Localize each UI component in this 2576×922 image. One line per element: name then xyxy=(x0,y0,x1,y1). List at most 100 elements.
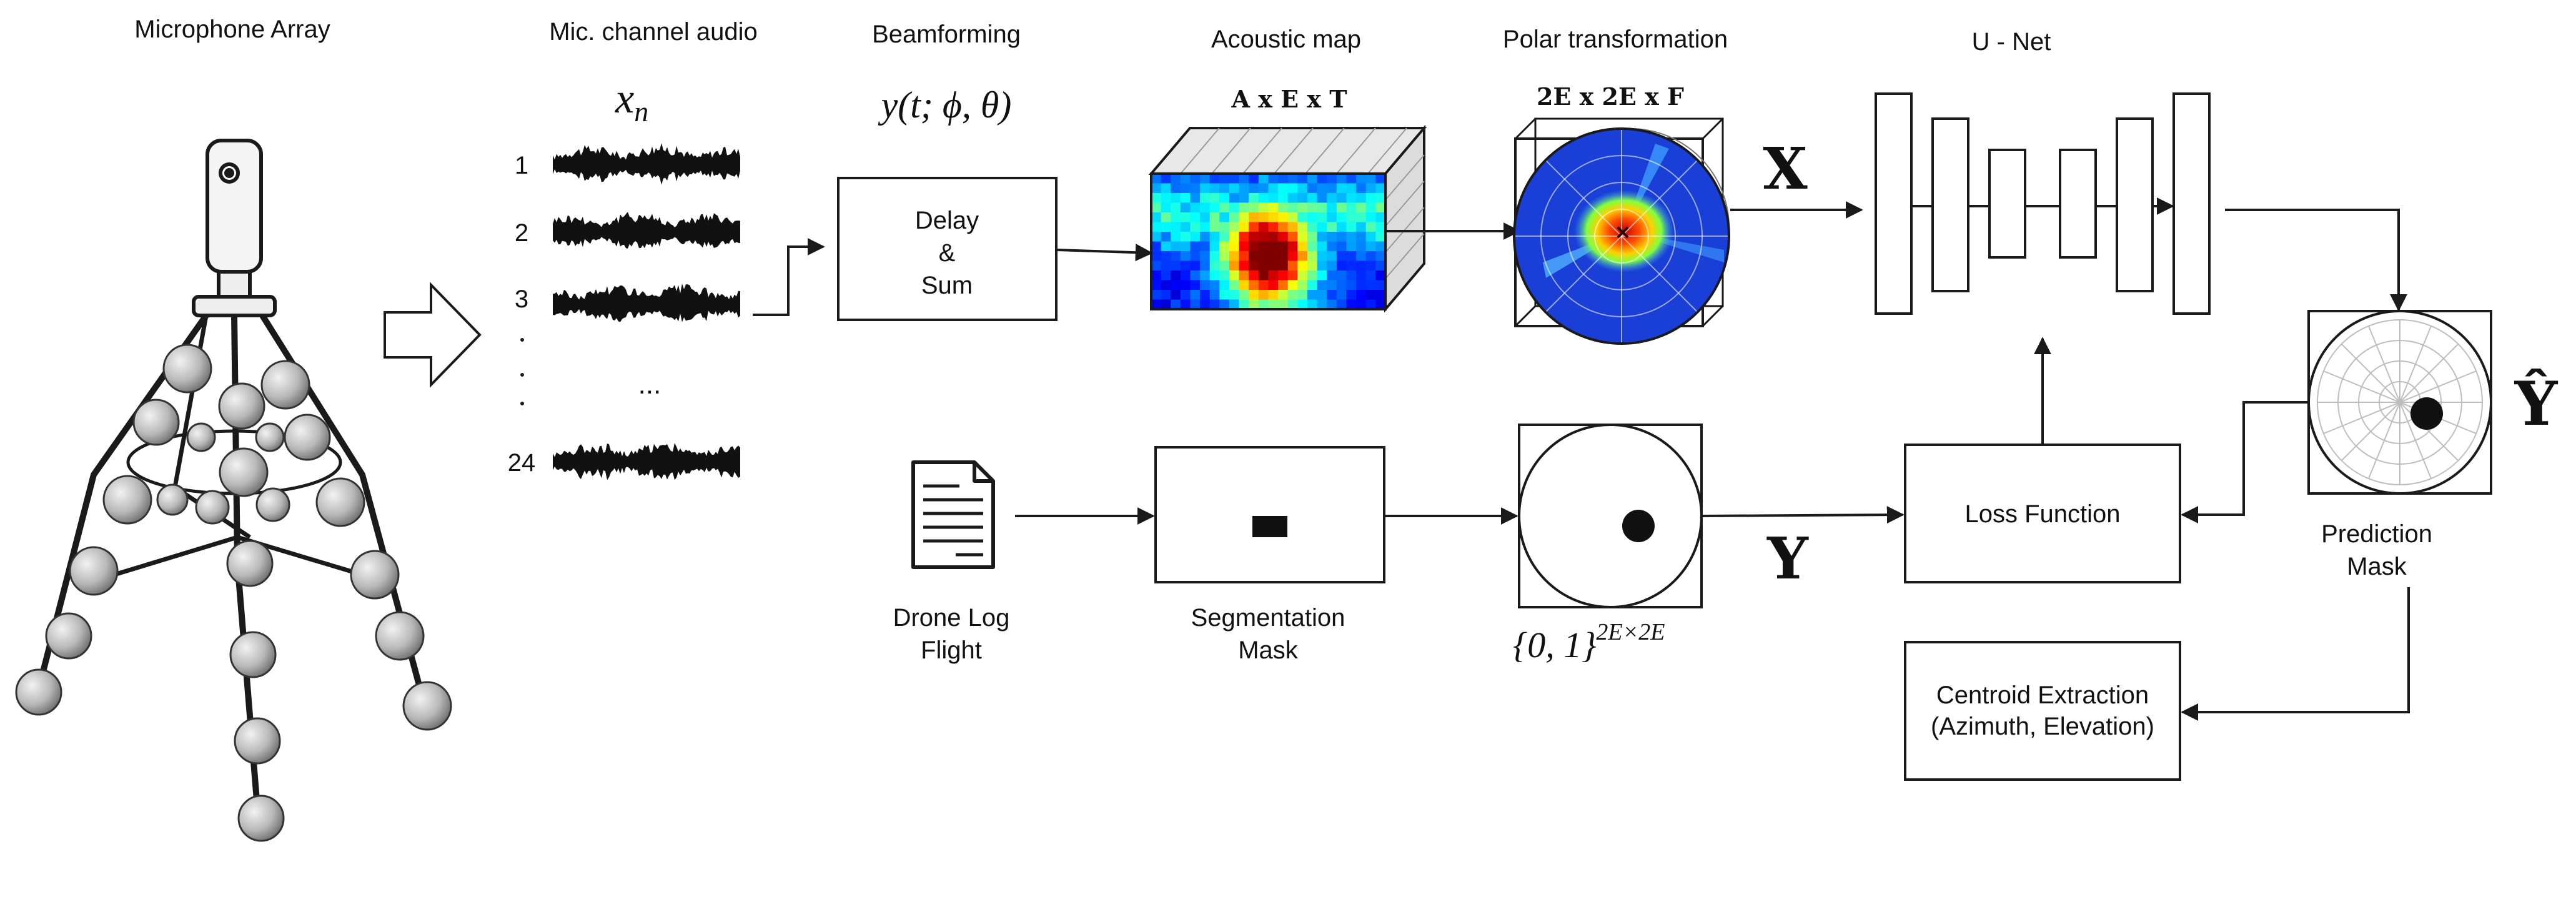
prediction-label-line2: Mask xyxy=(2347,553,2407,580)
heatmap-cell xyxy=(1375,193,1386,204)
heatmap-cell xyxy=(1161,299,1171,310)
heatmap-cell xyxy=(1278,260,1289,271)
heatmap-cell xyxy=(1200,299,1211,310)
heatmap-cell xyxy=(1209,232,1220,242)
heatmap-cell xyxy=(1219,183,1230,194)
heatmap-cell xyxy=(1268,299,1279,310)
heatmap-cell xyxy=(1249,183,1259,194)
arrow-prediction-to-centroid xyxy=(2181,587,2410,721)
heatmap-cell xyxy=(1297,202,1308,213)
arrow-delay-to-map xyxy=(1056,244,1153,262)
heatmap-cell xyxy=(1307,280,1318,290)
heatmap-cell xyxy=(1307,193,1318,204)
heatmap-cell xyxy=(1161,212,1171,223)
heatmap-cell xyxy=(1200,183,1211,194)
heatmap-cell xyxy=(1200,280,1211,290)
heatmap-cell xyxy=(1219,270,1230,281)
heatmap-cell xyxy=(1297,260,1308,271)
polar-dims: 2E x 2E x F xyxy=(1537,82,1684,111)
heatmap-cell xyxy=(1278,174,1289,184)
heatmap-cell xyxy=(1180,202,1191,213)
heatmap-cell xyxy=(1278,212,1289,223)
loss-function-box xyxy=(1904,444,2181,583)
arrow-target-to-loss xyxy=(1701,506,1905,524)
delay-label: Delay xyxy=(915,207,979,234)
heatmap-cell xyxy=(1297,251,1308,262)
heatmap-cell xyxy=(1287,290,1298,300)
heatmap-cell xyxy=(1268,251,1279,262)
heatmap-cell xyxy=(1346,174,1357,184)
heatmap-cell xyxy=(1278,270,1289,281)
heatmap-cell xyxy=(1239,280,1249,290)
heatmap-cell xyxy=(1239,241,1249,252)
heatmap-cell xyxy=(1171,299,1181,310)
heatmap-cell xyxy=(1229,202,1240,213)
heatmap-cell xyxy=(1258,222,1269,232)
heatmap-cell xyxy=(1229,241,1240,252)
heatmap-cell xyxy=(1229,251,1240,262)
heatmap-cell xyxy=(1209,299,1220,310)
heatmap-cell xyxy=(1336,202,1347,213)
heatmap-cell xyxy=(1171,193,1181,204)
heatmap-cell xyxy=(1307,174,1318,184)
heatmap-cell xyxy=(1336,260,1347,271)
heatmap-cell xyxy=(1297,212,1308,223)
heatmap-cell xyxy=(1268,174,1279,184)
x-symbol: X xyxy=(1763,135,1808,202)
heatmap-cell xyxy=(1161,260,1171,271)
heatmap-cell xyxy=(1346,202,1357,213)
heatmap-cell xyxy=(1365,280,1376,290)
heatmap-cell xyxy=(1356,222,1367,232)
heatmap-cell xyxy=(1365,251,1376,262)
heatmap-cell xyxy=(1327,280,1337,290)
heatmap-cell xyxy=(1229,290,1240,300)
heatmap-cell xyxy=(1239,212,1249,223)
heatmap-cell xyxy=(1151,174,1162,184)
heatmap-cell xyxy=(1375,202,1386,213)
heatmap-cell xyxy=(1307,232,1318,242)
heatmap-cell xyxy=(1278,232,1289,242)
heatmap-cell xyxy=(1249,241,1259,252)
header-microphone-array: Microphone Array xyxy=(134,16,330,43)
heatmap-cell xyxy=(1229,270,1240,281)
heatmap-cell xyxy=(1307,183,1318,194)
heatmap-cell xyxy=(1356,174,1367,184)
heatmap-cell xyxy=(1219,232,1230,242)
heatmap-cell xyxy=(1239,299,1249,310)
heatmap-cell xyxy=(1365,260,1376,271)
heatmap-cell xyxy=(1219,280,1230,290)
heatmap-cell xyxy=(1229,183,1240,194)
heatmap-cell xyxy=(1307,222,1318,232)
heatmap-cell xyxy=(1229,232,1240,242)
heatmap-cell xyxy=(1151,222,1162,232)
heatmap-cell xyxy=(1336,299,1347,310)
acoustic-map-dims: A x E x T xyxy=(1231,85,1347,113)
heatmap-cell xyxy=(1258,232,1269,242)
heatmap-cell xyxy=(1327,222,1337,232)
heatmap-cell xyxy=(1365,202,1376,213)
heatmap-cell xyxy=(1356,280,1367,290)
heatmap-cell xyxy=(1327,193,1337,204)
heatmap-cell xyxy=(1356,232,1367,242)
heatmap-cell xyxy=(1190,270,1201,281)
heatmap-cell xyxy=(1365,232,1376,242)
heatmap-cell xyxy=(1190,222,1201,232)
heatmap-cell xyxy=(1209,212,1220,223)
sum-label: Sum xyxy=(921,272,973,299)
heatmap-cell xyxy=(1356,241,1367,252)
heatmap-cell xyxy=(1365,241,1376,252)
heatmap-cell xyxy=(1180,290,1191,300)
heatmap-cell xyxy=(1268,193,1279,204)
heatmap-cell xyxy=(1317,290,1327,300)
heatmap-cell xyxy=(1219,202,1230,213)
heatmap-cell xyxy=(1346,251,1357,262)
heatmap-cell xyxy=(1219,193,1230,204)
heatmap-cell xyxy=(1209,290,1220,300)
heatmap-cell xyxy=(1200,260,1211,271)
heatmap-cell xyxy=(1239,222,1249,232)
heatmap-cell xyxy=(1327,202,1337,213)
heatmap-cell xyxy=(1209,270,1220,281)
heatmap-cell xyxy=(1190,174,1201,184)
heatmap-cell xyxy=(1317,193,1327,204)
